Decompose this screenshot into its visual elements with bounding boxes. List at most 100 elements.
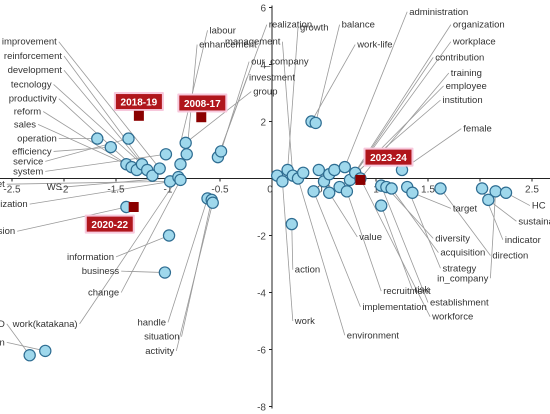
leader-line — [287, 27, 299, 170]
word-label: workforce — [431, 312, 473, 323]
data-point — [91, 132, 104, 145]
x-tick-label: -0.5 — [211, 185, 229, 196]
data-point — [206, 196, 219, 209]
word-label: development — [8, 65, 63, 76]
leader-line — [380, 205, 413, 290]
word-label: in_company — [437, 273, 488, 284]
word-label: labour — [210, 25, 236, 36]
word-label: change — [88, 288, 119, 299]
x-tick-label: -1 — [164, 185, 173, 196]
leader-line — [37, 123, 127, 165]
data-point — [406, 186, 419, 199]
data-point — [297, 166, 310, 179]
word-label: tecnology — [11, 79, 52, 90]
leader-line — [45, 153, 166, 172]
leader-line — [490, 191, 496, 279]
word-label: HC — [532, 201, 546, 212]
leader-line — [121, 270, 165, 273]
data-point — [39, 344, 52, 358]
word-label: acquisition — [440, 248, 485, 259]
leader-line — [17, 206, 127, 232]
period-label-text: 2023-24 — [370, 153, 407, 164]
word-label: market — [0, 179, 5, 190]
word-label: infection — [0, 337, 5, 348]
period-marker — [133, 110, 144, 121]
word-label: management — [225, 37, 281, 48]
data-point — [104, 140, 118, 154]
word-label: investment — [249, 72, 295, 83]
word-label: productivity — [9, 94, 57, 105]
word-label: training — [451, 68, 482, 79]
x-tick-label: 1 — [373, 185, 379, 196]
leader-line — [6, 180, 171, 185]
leader-line — [63, 55, 153, 176]
x-tick-label: 1.5 — [421, 185, 435, 196]
word-label: implementation — [362, 302, 426, 313]
leader-line — [6, 341, 46, 352]
data-point — [309, 116, 322, 130]
data-point — [307, 185, 320, 198]
word-label: WS — [47, 182, 62, 193]
x-tick-label: 0 — [267, 185, 273, 196]
data-point — [434, 182, 447, 195]
leader-line — [217, 77, 248, 158]
x-tick-label: -1.5 — [107, 185, 125, 196]
data-point — [338, 160, 351, 174]
data-point — [489, 185, 502, 198]
word-label: operation — [17, 134, 57, 145]
y-tick-label: 6 — [260, 4, 266, 15]
word-label: institution — [442, 95, 482, 106]
data-points — [23, 115, 513, 362]
word-label: handle — [137, 317, 166, 328]
word-label: business — [82, 266, 120, 277]
leader-line — [291, 224, 294, 270]
word-label: environment — [347, 330, 400, 341]
word-label: target — [453, 203, 478, 214]
period-marker — [128, 202, 139, 212]
word-label: group — [253, 87, 277, 98]
data-point — [159, 148, 173, 161]
leader-line — [360, 178, 431, 317]
period-marker — [355, 174, 366, 185]
word-label: establishment — [430, 297, 489, 308]
word-label: direction — [492, 250, 528, 261]
word-label: activity — [145, 346, 174, 357]
y-tick-label: -4 — [257, 289, 266, 300]
data-point — [179, 136, 192, 150]
leader-line — [167, 198, 208, 323]
period-label-text: 2008-17 — [184, 99, 221, 110]
period-marker — [196, 112, 207, 123]
word-label: indicator — [505, 235, 541, 246]
leader-line — [58, 41, 160, 169]
x-tick-label: -2.5 — [3, 185, 21, 196]
word-label: employee — [446, 81, 487, 92]
leader-line — [344, 11, 408, 168]
data-point — [146, 169, 159, 182]
leader-line — [311, 44, 356, 122]
data-point — [180, 148, 193, 161]
word-label: reform — [14, 107, 42, 118]
period-label-text: 2018-19 — [121, 98, 158, 109]
word-label: reinforcement — [4, 51, 62, 62]
word-label: administration — [409, 7, 468, 18]
leader-line — [297, 178, 346, 336]
leader-line — [328, 192, 358, 238]
data-point — [312, 163, 325, 177]
word-label: improvement — [2, 37, 57, 48]
data-point — [174, 158, 187, 171]
leader-line — [42, 111, 132, 168]
word-label: contribution — [435, 52, 484, 63]
leader-line — [175, 202, 214, 352]
period-label-box — [86, 216, 133, 232]
period-label-box — [115, 94, 162, 110]
leader-line — [120, 179, 181, 293]
leader-line — [412, 192, 452, 209]
leader-line — [440, 188, 491, 256]
word-label: utilization — [0, 199, 28, 210]
leader-line — [282, 181, 294, 322]
leader-line — [282, 41, 294, 176]
data-point — [385, 182, 398, 195]
